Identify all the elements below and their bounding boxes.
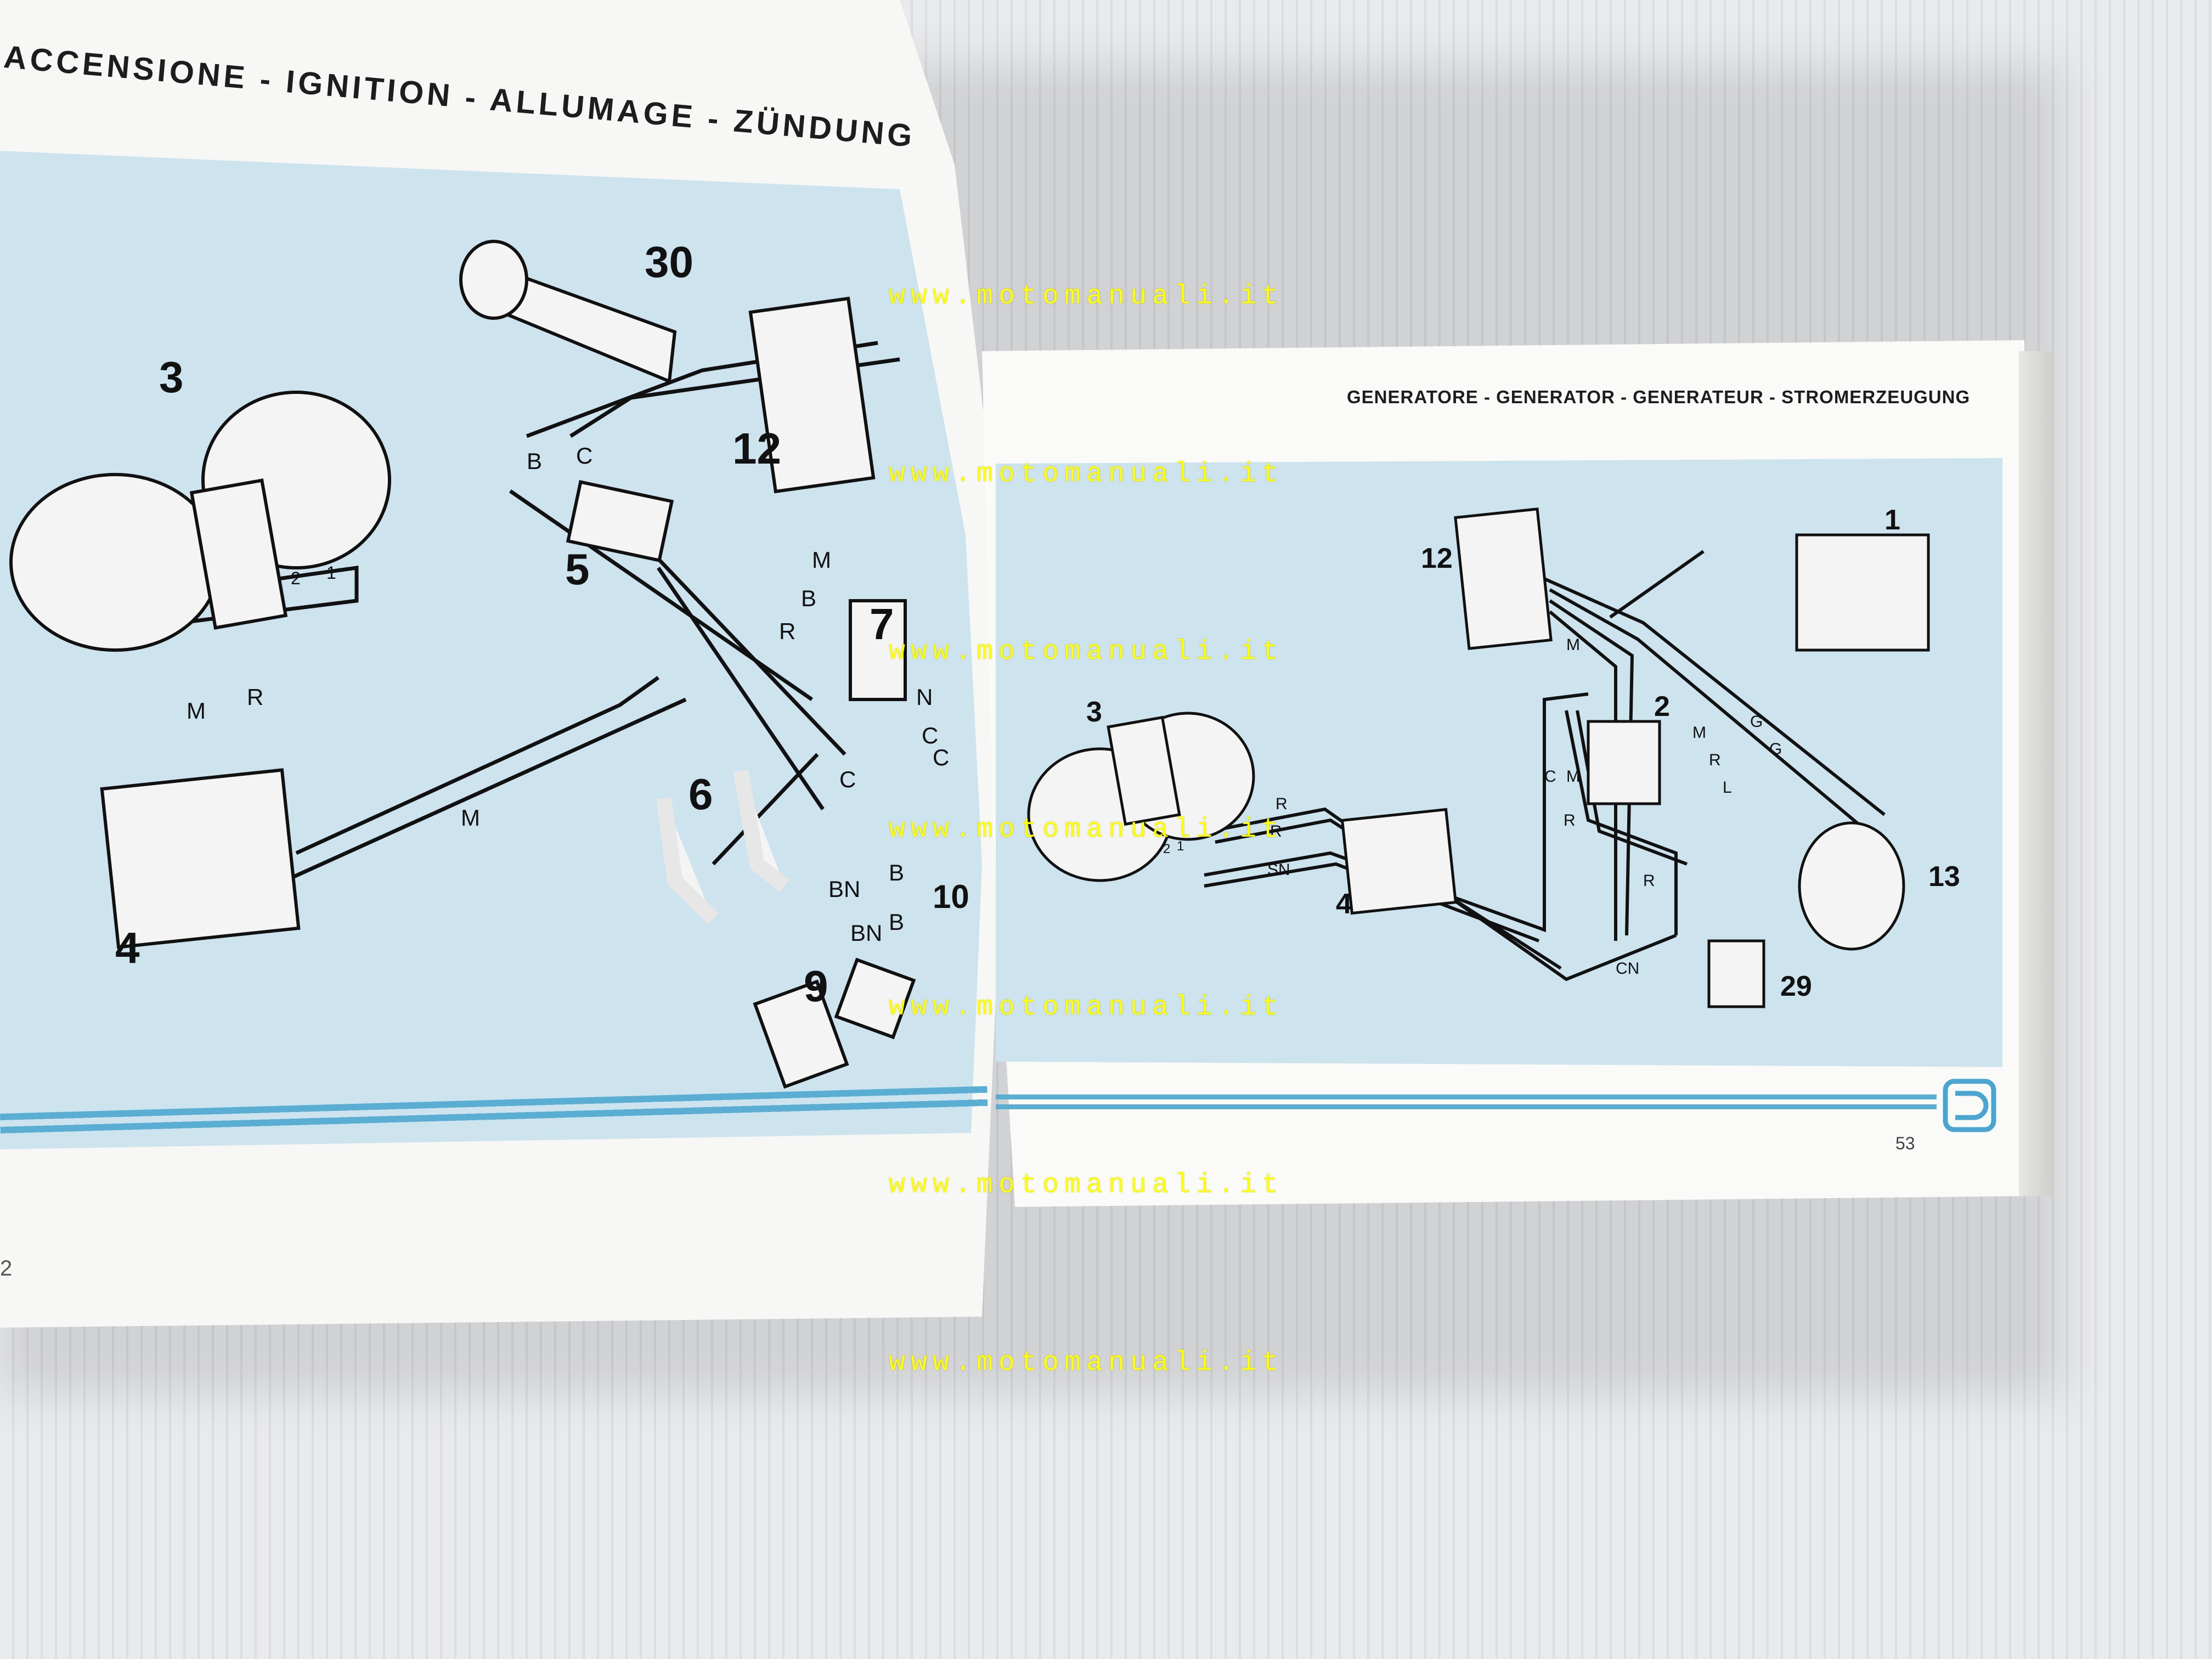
brand-logo	[1943, 1079, 1996, 1132]
svg-text:B: B	[889, 909, 904, 935]
svg-text:L: L	[1723, 778, 1732, 797]
svg-text:4: 4	[1336, 888, 1352, 920]
svg-text:C: C	[839, 766, 856, 792]
connector-block-4	[1340, 808, 1458, 915]
svg-text:1: 1	[1884, 504, 1900, 536]
svg-text:R: R	[1709, 751, 1721, 769]
svg-text:G: G	[1750, 713, 1763, 731]
svg-text:2: 2	[1654, 691, 1670, 723]
regulator-12	[1454, 507, 1553, 650]
stator-13	[1798, 821, 1905, 951]
svg-text:4: 4	[115, 923, 140, 972]
svg-text:3: 3	[159, 353, 184, 402]
right-page-number: 53	[1895, 1133, 1915, 1153]
svg-text:30: 30	[645, 238, 693, 286]
svg-text:M: M	[1566, 768, 1580, 786]
right-page-stripe	[996, 1094, 1937, 1114]
watermark-text: www.motomanuali.it	[889, 814, 1284, 845]
svg-text:9: 9	[804, 962, 828, 1011]
svg-text:M: M	[1692, 724, 1706, 742]
page-edges	[2019, 351, 2052, 1196]
connector-5	[566, 479, 674, 563]
svg-text:B: B	[889, 860, 904, 885]
connector-29	[1707, 939, 1765, 1008]
generator-body	[9, 473, 221, 652]
svg-text:12: 12	[732, 424, 781, 473]
regulator-12	[748, 296, 876, 494]
rectifier-2	[1587, 720, 1661, 805]
svg-text:C: C	[922, 723, 938, 748]
pickup-9	[753, 979, 849, 1089]
svg-text:N: N	[916, 684, 933, 710]
svg-text:M: M	[812, 547, 831, 573]
svg-text:2: 2	[291, 568, 301, 588]
watermark-text: www.motomanuali.it	[889, 1347, 1284, 1379]
generator-wiring-diagram: 12 1 3 2 4 13 29 M C M R M R L G G R R S…	[1027, 504, 1960, 1008]
svg-text:C: C	[1544, 768, 1556, 786]
svg-text:M: M	[461, 805, 480, 831]
svg-text:6: 6	[689, 770, 713, 819]
svg-text:M: M	[187, 698, 206, 724]
svg-text:B: B	[527, 448, 542, 474]
svg-text:10: 10	[933, 878, 969, 915]
svg-text:2: 2	[1163, 842, 1170, 856]
svg-text:3: 3	[1086, 696, 1102, 728]
svg-text:29: 29	[1780, 970, 1812, 1002]
connector-block-4	[100, 768, 301, 949]
svg-text:R: R	[1643, 872, 1655, 890]
svg-text:B: B	[801, 585, 816, 611]
svg-text:M: M	[1566, 636, 1580, 654]
svg-text:7: 7	[870, 600, 894, 648]
svg-text:R: R	[1270, 822, 1282, 840]
svg-text:BN: BN	[850, 920, 882, 946]
svg-text:R: R	[1276, 795, 1288, 813]
svg-text:1: 1	[326, 563, 336, 583]
svg-text:5: 5	[565, 545, 590, 594]
watermark-text: www.motomanuali.it	[889, 459, 1284, 490]
svg-text:BN: BN	[828, 876, 860, 902]
svg-text:C: C	[933, 744, 949, 770]
watermark-text: www.motomanuali.it	[889, 992, 1284, 1023]
svg-text:R: R	[247, 684, 263, 710]
svg-text:12: 12	[1421, 543, 1453, 574]
left-page-number: 2	[0, 1256, 13, 1280]
svg-text:C: C	[576, 443, 592, 469]
ignition-wiring-diagram: 3 30 12 5 7 6 4 9 10 B C M B R C BN B BN…	[9, 238, 969, 1089]
svg-text:CN: CN	[1616, 960, 1639, 978]
coil-7	[849, 599, 907, 701]
svg-text:1: 1	[1177, 839, 1184, 854]
watermark-text: www.motomanuali.it	[889, 281, 1284, 312]
svg-text:R: R	[1564, 811, 1576, 830]
svg-text:R: R	[779, 618, 795, 644]
watermark-text: www.motomanuali.it	[889, 1170, 1284, 1201]
battery-1	[1795, 533, 1930, 652]
svg-text:SN: SN	[1267, 861, 1290, 879]
svg-text:13: 13	[1928, 861, 1960, 893]
svg-text:G: G	[1769, 740, 1782, 758]
watermark-text: www.motomanuali.it	[889, 636, 1284, 668]
right-page-title: GENERATORE - GENERATOR - GENERATEUR - ST…	[1347, 387, 1971, 407]
